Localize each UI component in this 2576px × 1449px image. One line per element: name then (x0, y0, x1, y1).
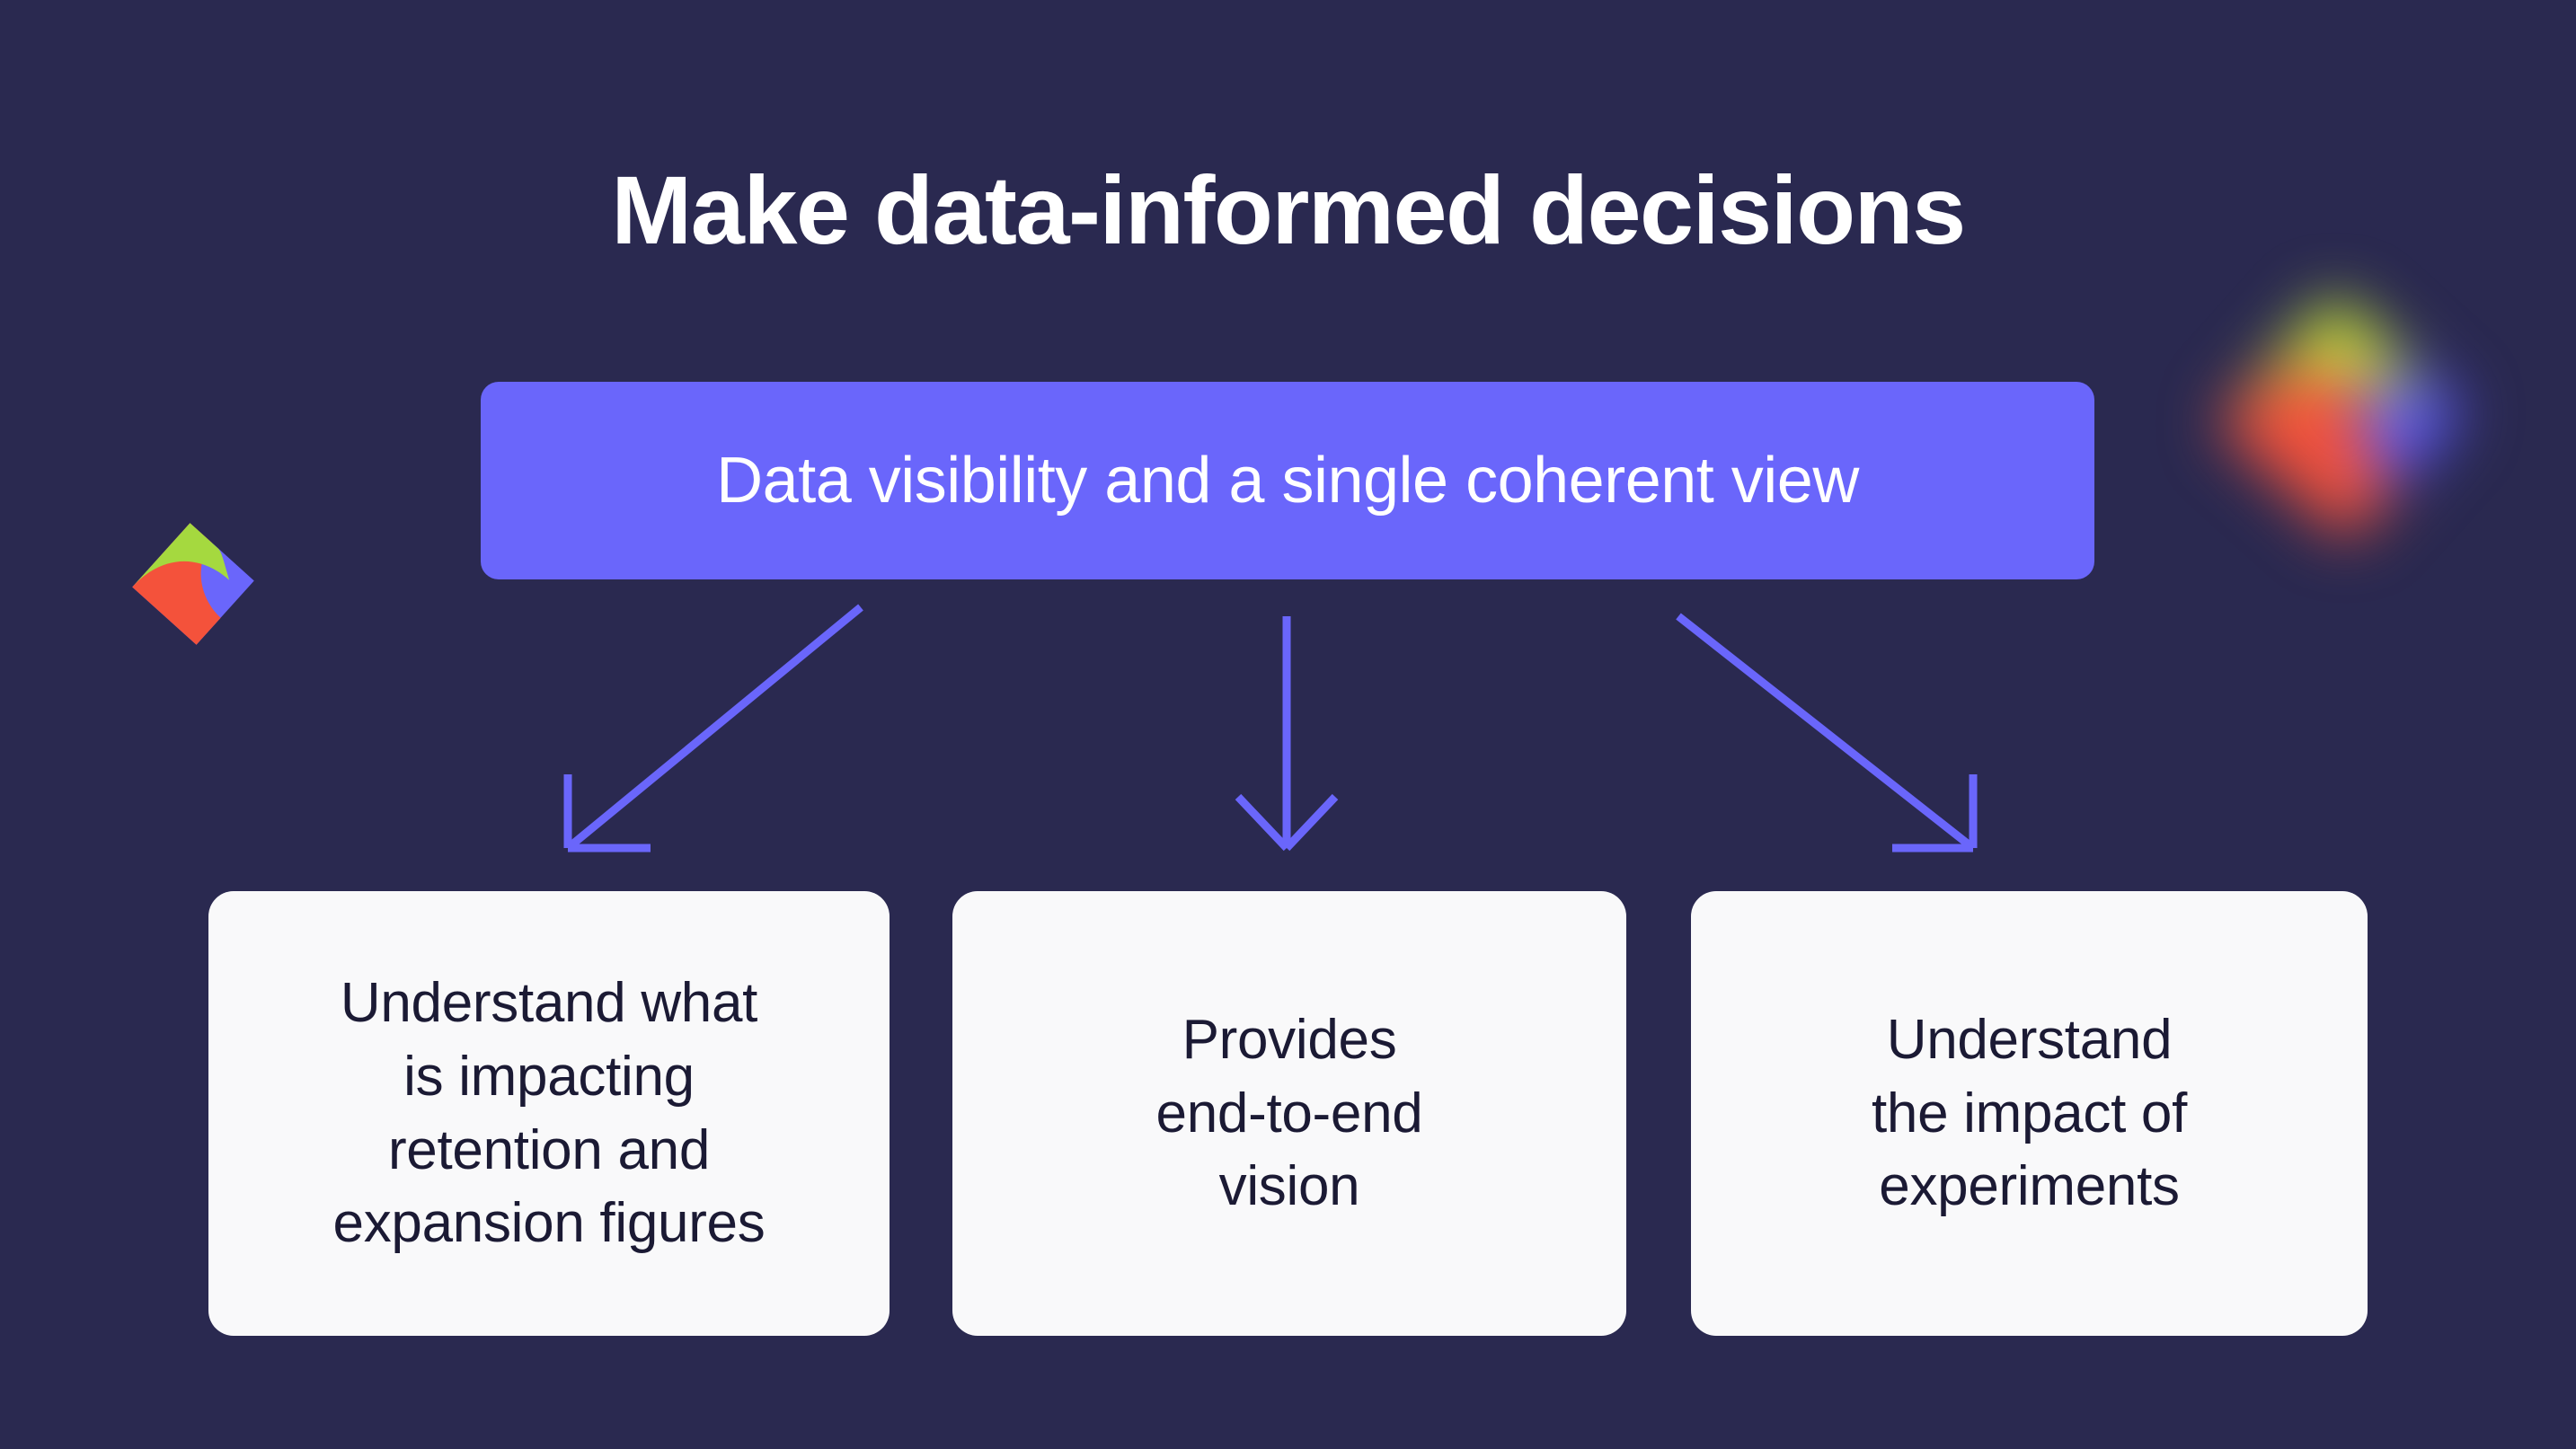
brand-logo-icon (132, 523, 254, 645)
outcome-card-2[interactable]: Provides end-to-end vision (952, 891, 1626, 1336)
brand-logo-blurred-icon (2219, 296, 2462, 539)
root-node-label: Data visibility and a single coherent vi… (716, 445, 1859, 517)
arrow-to-card-2 (1235, 616, 1339, 852)
arrow-to-card-3 (1676, 613, 1978, 853)
outcome-card-2-label: Provides end-to-end vision (1155, 1008, 1423, 1218)
outcome-card-1-label: Understand what is impacting retention a… (332, 971, 766, 1255)
outcome-card-1[interactable]: Understand what is impacting retention a… (208, 891, 890, 1336)
outcome-card-3-label: Understand the impact of experiments (1871, 1008, 2188, 1218)
outcome-card-3[interactable]: Understand the impact of experiments (1691, 891, 2368, 1336)
page-title: Make data-informed decisions (611, 155, 1966, 265)
root-node-banner[interactable]: Data visibility and a single coherent vi… (481, 382, 2094, 579)
arrow-to-card-1 (563, 604, 863, 853)
